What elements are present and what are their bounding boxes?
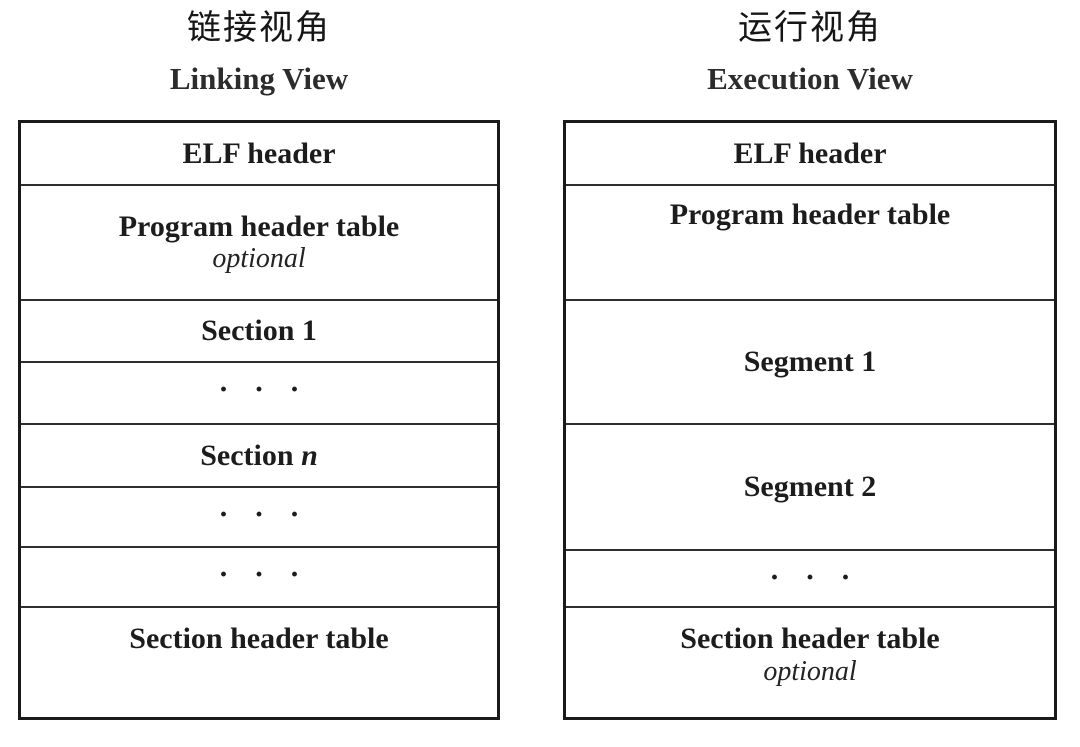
linking-view-heading-english: Linking View bbox=[169, 61, 349, 96]
row-label: Section header table bbox=[129, 622, 389, 655]
row-program-header-table: Program header table bbox=[566, 186, 1054, 301]
ellipsis-icon: · · · bbox=[218, 373, 309, 406]
linking-view-heading: 链接视角 Linking View bbox=[18, 0, 500, 102]
row-section-header-table: Section header table bbox=[21, 608, 497, 717]
row-section-1: Section 1 bbox=[21, 301, 497, 363]
row-label: Program header table bbox=[118, 209, 400, 243]
row-label: Section 1 bbox=[201, 314, 317, 348]
row-sublabel-optional: optional bbox=[763, 655, 857, 687]
row-label: Section header table bbox=[680, 622, 940, 655]
row-label: Segment 1 bbox=[743, 345, 877, 379]
ellipsis-icon: · · · bbox=[769, 561, 860, 594]
execution-view-heading-chinese: 运行视角 bbox=[738, 8, 882, 48]
row-ellipsis: · · · bbox=[21, 363, 497, 425]
row-ellipsis: · · · bbox=[21, 488, 497, 548]
row-label: Section n bbox=[200, 439, 318, 473]
ellipsis-icon: · · · bbox=[218, 558, 309, 591]
execution-view-heading: 运行视角 Execution View bbox=[563, 0, 1057, 102]
linking-view-heading-chinese: 链接视角 bbox=[187, 8, 331, 48]
execution-view-column: 运行视角 Execution View ELF header Program h… bbox=[563, 0, 1057, 747]
row-program-header-table: Program header table optional bbox=[21, 186, 497, 301]
row-label: Segment 2 bbox=[743, 470, 877, 504]
ellipsis-icon: · · · bbox=[218, 498, 309, 531]
row-label: Program header table bbox=[669, 198, 951, 231]
row-elf-header: ELF header bbox=[566, 123, 1054, 186]
row-segment-1: Segment 1 bbox=[566, 301, 1054, 425]
row-label: ELF header bbox=[733, 136, 887, 170]
row-label-text: Section bbox=[200, 438, 302, 472]
row-label-italic-n: n bbox=[301, 438, 318, 472]
execution-view-heading-english: Execution View bbox=[707, 61, 913, 96]
linking-view-column: 链接视角 Linking View ELF header Program hea… bbox=[18, 0, 500, 747]
row-elf-header: ELF header bbox=[21, 123, 497, 186]
linking-view-table: ELF header Program header table optional… bbox=[18, 120, 500, 720]
row-sublabel-optional: optional bbox=[212, 243, 306, 275]
row-section-header-table: Section header table optional bbox=[566, 608, 1054, 717]
row-section-n: Section n bbox=[21, 425, 497, 488]
execution-view-table: ELF header Program header table Segment … bbox=[563, 120, 1057, 720]
row-ellipsis: · · · bbox=[566, 551, 1054, 608]
row-label: ELF header bbox=[182, 136, 336, 170]
row-segment-2: Segment 2 bbox=[566, 425, 1054, 551]
row-ellipsis: · · · bbox=[21, 548, 497, 608]
